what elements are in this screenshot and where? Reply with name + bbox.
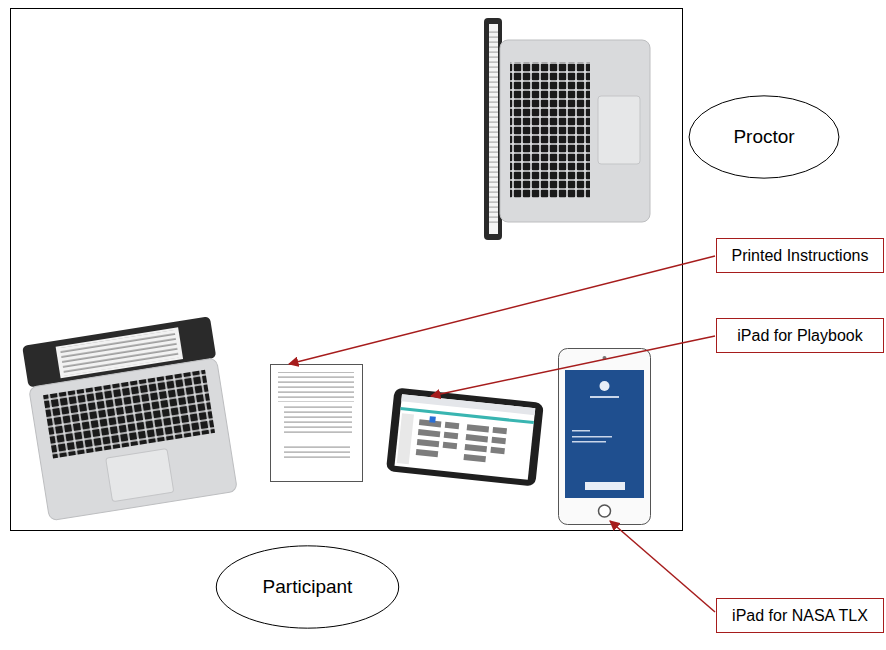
instruction-sheet — [271, 365, 363, 482]
leader-line — [289, 256, 715, 364]
tlx-ipad — [559, 349, 651, 525]
callout-box: iPad for NASA TLX — [716, 598, 884, 633]
leader-line — [431, 336, 715, 396]
role-label: Proctor — [733, 126, 794, 148]
playbook-ipad — [386, 387, 544, 486]
callout-label: iPad for Playbook — [737, 327, 862, 345]
proctor-laptop — [484, 18, 650, 240]
participant-laptop — [22, 316, 237, 521]
callout-label: Printed Instructions — [732, 247, 869, 265]
callout-label: iPad for NASA TLX — [732, 607, 868, 625]
leader-line — [610, 521, 715, 612]
callout-box: iPad for Playbook — [716, 318, 884, 353]
role-label: Participant — [263, 576, 353, 598]
participant-ellipse: Participant — [215, 545, 400, 629]
proctor-ellipse: Proctor — [688, 95, 840, 179]
callout-box: Printed Instructions — [716, 238, 884, 273]
